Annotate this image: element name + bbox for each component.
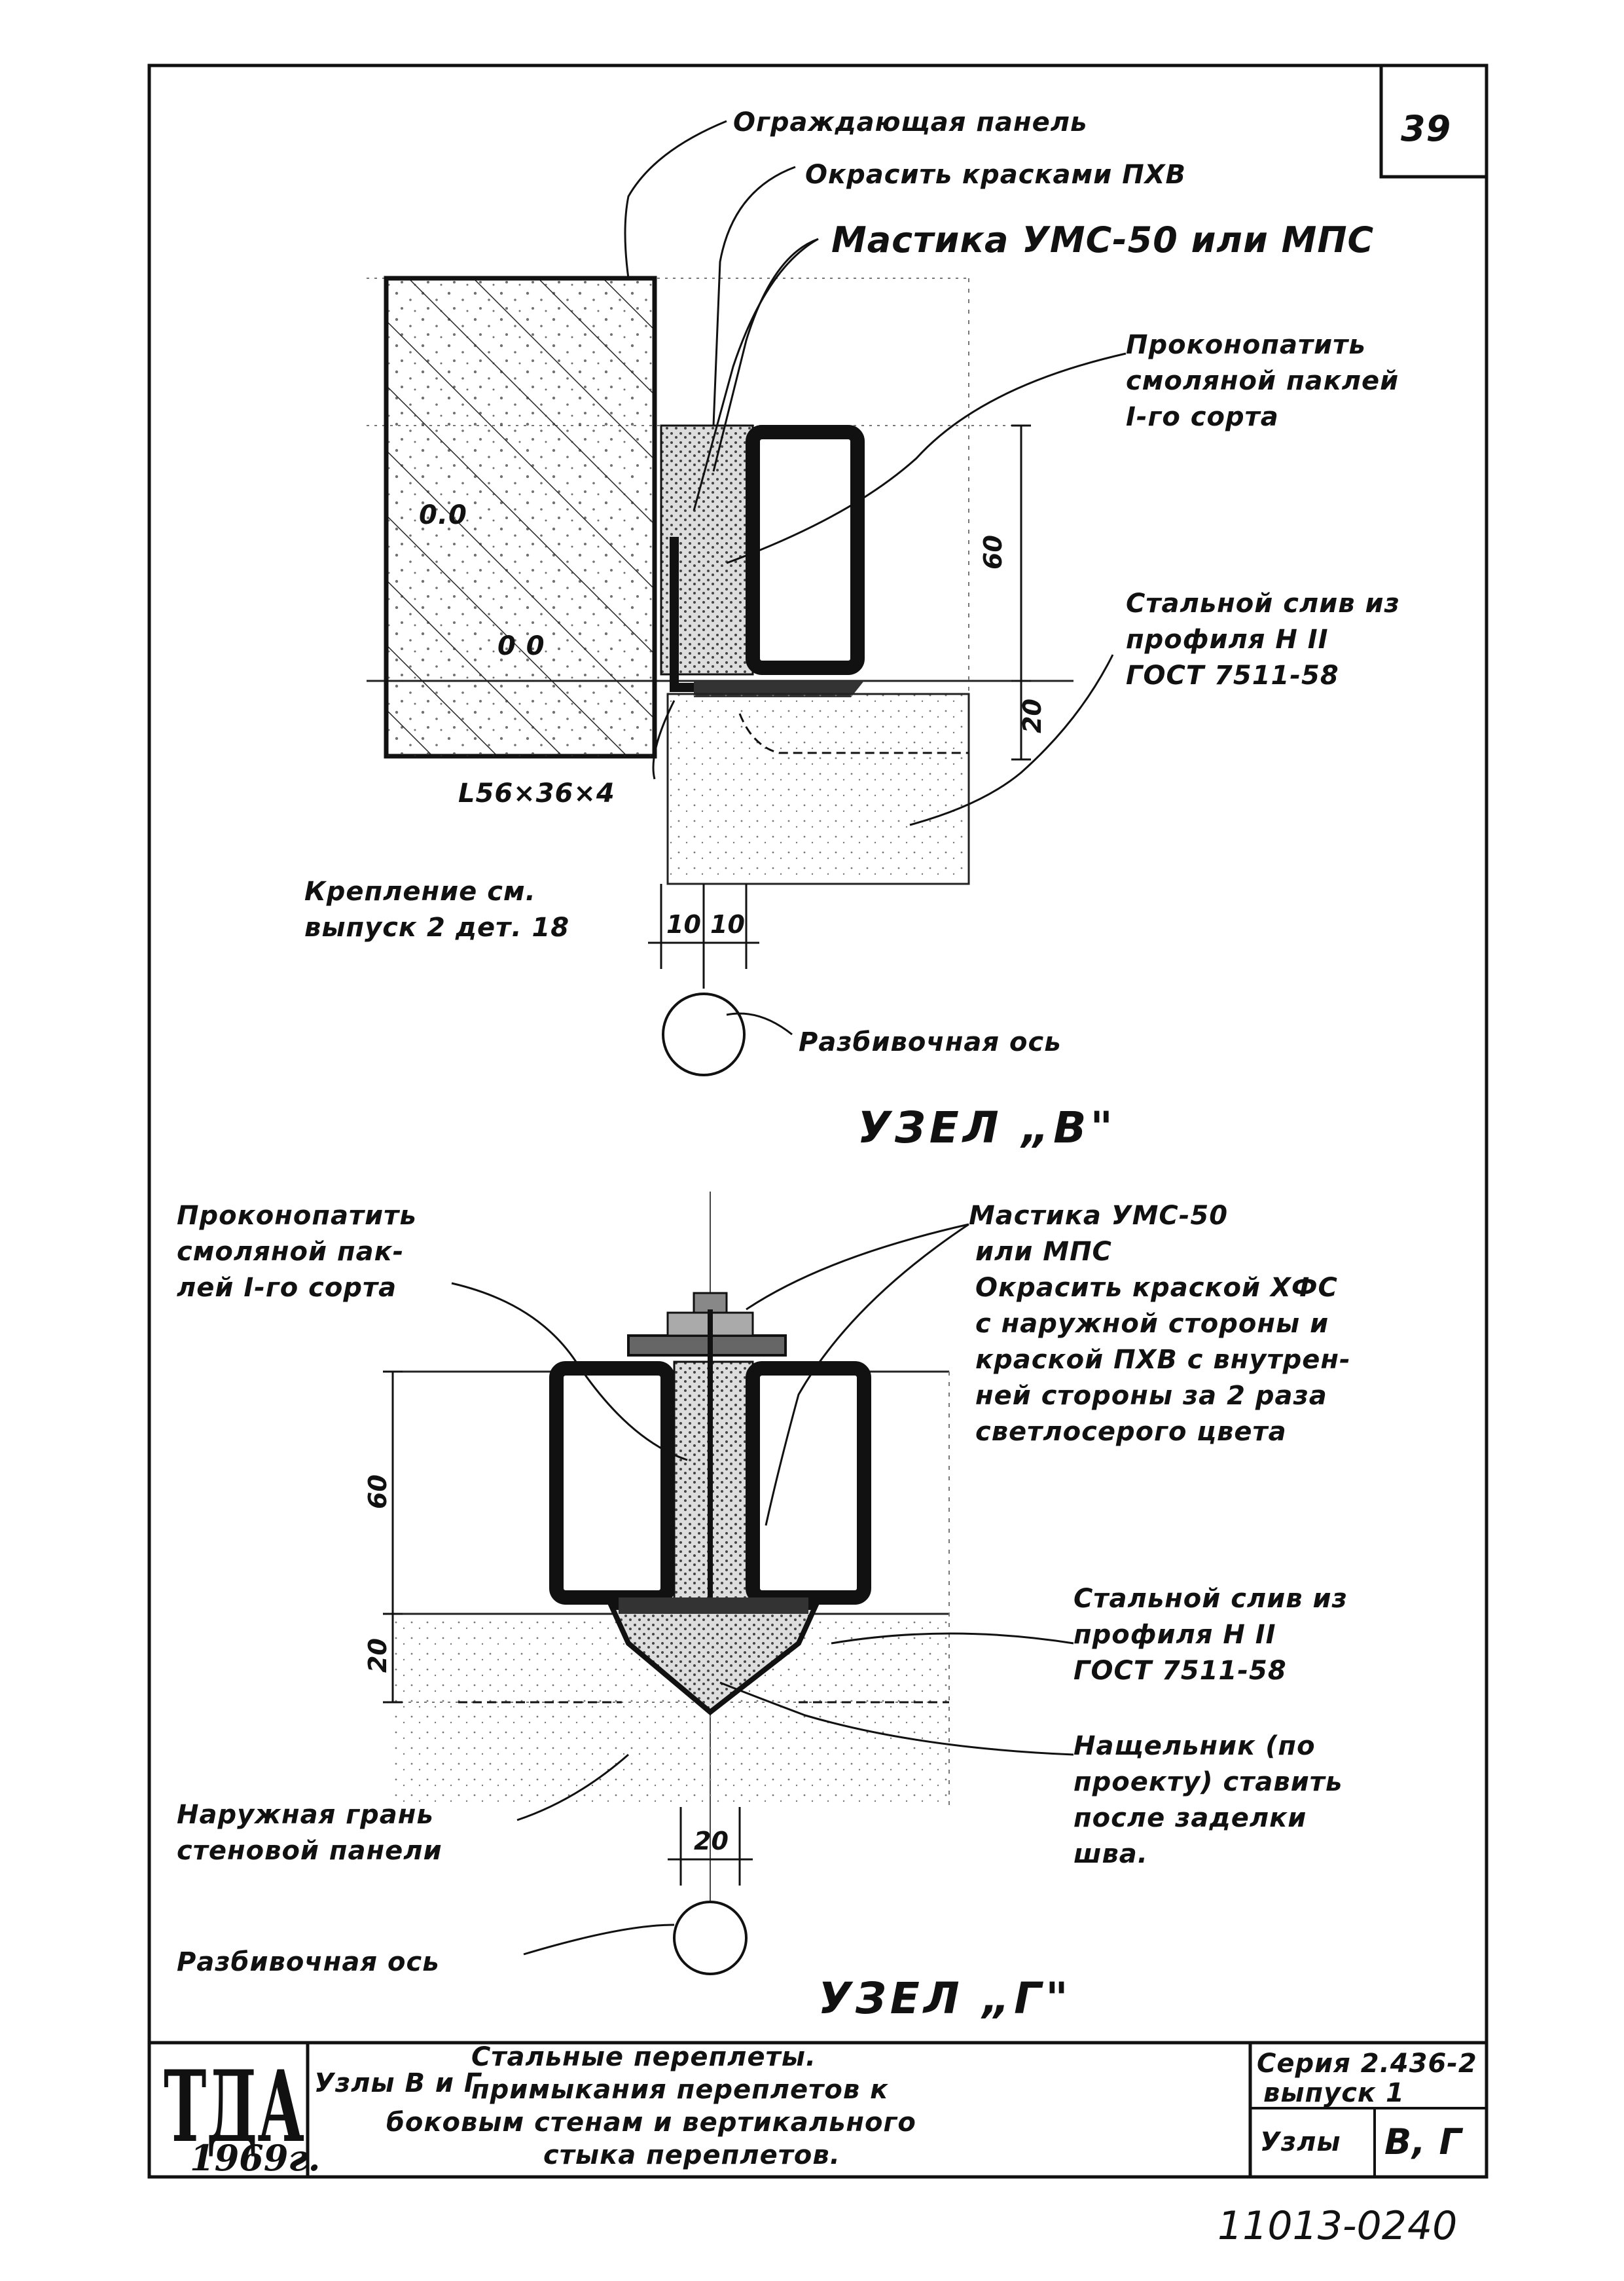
- svg-text:0 0: 0 0: [497, 631, 545, 661]
- dim-20b-g: 20: [694, 1827, 729, 1855]
- node-v-title: УЗЕЛ „В": [857, 1103, 1117, 1153]
- title-block: ТДА 1969г. Узлы В и Г Стальные переплеты…: [149, 2041, 1487, 2179]
- label-mastic-g-1: Мастика УМС-50: [969, 1201, 1228, 1231]
- label-flash-g-2: профиля Н II: [1074, 1620, 1276, 1650]
- label-face-g-1: Наружная грань: [177, 1800, 434, 1830]
- label-paint-v: Окрасить красками ПХВ: [805, 160, 1186, 190]
- desc-prefix: Узлы В и Г: [314, 2068, 482, 2098]
- steel-profile-v: [746, 425, 865, 675]
- node-g: 60 20 20 Проконопатить смоляной пак- лей…: [177, 1192, 1351, 2024]
- mastic-fill-g: [673, 1360, 754, 1625]
- axis-marker-g: [673, 1901, 748, 1975]
- label-caulk-g-3: лей I-го сорта: [177, 1273, 397, 1303]
- label-plat-g-3: после заделки: [1074, 1803, 1307, 1833]
- page-number: 39: [1401, 108, 1451, 149]
- label-fix-v-2: выпуск 2 дет. 18: [304, 913, 569, 943]
- label-plat-g-4: шва.: [1074, 1839, 1148, 1869]
- page-number-box: 39: [1379, 65, 1487, 179]
- dim-20-v: 20: [1018, 699, 1047, 733]
- sheet-number: 40: [1407, 2203, 1457, 2249]
- cover-plate-g: [627, 1334, 787, 1357]
- issue-label: выпуск 1: [1263, 2078, 1405, 2108]
- svg-text:0.0: 0.0: [419, 500, 467, 530]
- axis-marker-v: [662, 993, 746, 1076]
- stamp-year: 1969г.: [190, 2137, 320, 2179]
- label-caulk-v-1: Проконопатить: [1126, 330, 1366, 360]
- desc-line-1: Стальные переплеты.: [471, 2042, 816, 2072]
- dim-60-g: 60: [363, 1474, 392, 1509]
- dim-10a-v: 10: [666, 910, 701, 939]
- nodes-label: Узлы: [1260, 2127, 1341, 2157]
- doc-number: 11013-02: [1218, 2203, 1407, 2249]
- label-plat-g-1: Нащельник (по: [1074, 1731, 1316, 1761]
- desc-line-3: боковым стенам и вертикального: [386, 2108, 916, 2138]
- label-flash-g-1: Стальной слив из: [1074, 1584, 1348, 1614]
- nodes-value: В, Г: [1384, 2121, 1463, 2162]
- label-fix-v-1: Крепление см.: [304, 877, 536, 907]
- desc-line-4: стыка переплетов.: [543, 2140, 840, 2170]
- desc-line-2: примыкания переплетов к: [471, 2075, 888, 2105]
- label-paint-g-3: краской ПХВ с внутрен-: [975, 1345, 1351, 1375]
- steel-profile-g-right: [746, 1361, 871, 1605]
- label-angle-v: L56×36×4: [458, 778, 615, 809]
- label-caulk-g-2: смоляной пак-: [177, 1237, 404, 1267]
- label-axis-g: Разбивочная ось: [177, 1947, 439, 1977]
- label-face-g-2: стеновой панели: [177, 1836, 442, 1866]
- sheet-frame: [147, 64, 1489, 2179]
- label-flash-g-3: ГОСТ 7511-58: [1074, 1656, 1287, 1686]
- label-plat-g-2: проекту) ставить: [1074, 1767, 1343, 1797]
- label-paint-g-5: светлосерого цвета: [975, 1417, 1287, 1447]
- dim-20-g: 20: [363, 1638, 392, 1673]
- node-v: 0.0 0 0 60 20 10 10: [304, 107, 1400, 1153]
- series-label: Серия 2.436-2: [1257, 2049, 1477, 2079]
- label-caulk-v-3: I-го сорта: [1126, 402, 1279, 432]
- label-paint-g-1: Окрасить краской ХФС: [975, 1273, 1338, 1303]
- label-caulk-g-1: Проконопатить: [177, 1201, 417, 1231]
- label-paint-g-4: ней стороны за 2 раза: [975, 1381, 1327, 1411]
- label-paint-g-2: с наружной стороны и: [975, 1309, 1329, 1339]
- label-flash-v-2: профиля Н II: [1126, 625, 1329, 655]
- stamp-logo: ТДА: [164, 2049, 304, 2164]
- label-panel-v: Ограждающая панель: [733, 107, 1087, 137]
- steel-profile-g-left: [549, 1361, 675, 1605]
- label-caulk-v-2: смоляной паклей: [1126, 366, 1399, 396]
- dim-60-v: 60: [979, 535, 1007, 570]
- label-mastic-v: Мастика УМС-50 или МПС: [831, 219, 1374, 261]
- node-g-title: УЗЕЛ „Г": [818, 1973, 1072, 2024]
- dim-10b-v: 10: [710, 910, 745, 939]
- label-axis-v: Разбивочная ось: [799, 1027, 1061, 1057]
- label-flash-v-3: ГОСТ 7511-58: [1126, 661, 1339, 691]
- label-flash-v-1: Стальной слив из: [1126, 589, 1400, 619]
- label-mastic-g-2: или МПС: [975, 1237, 1112, 1267]
